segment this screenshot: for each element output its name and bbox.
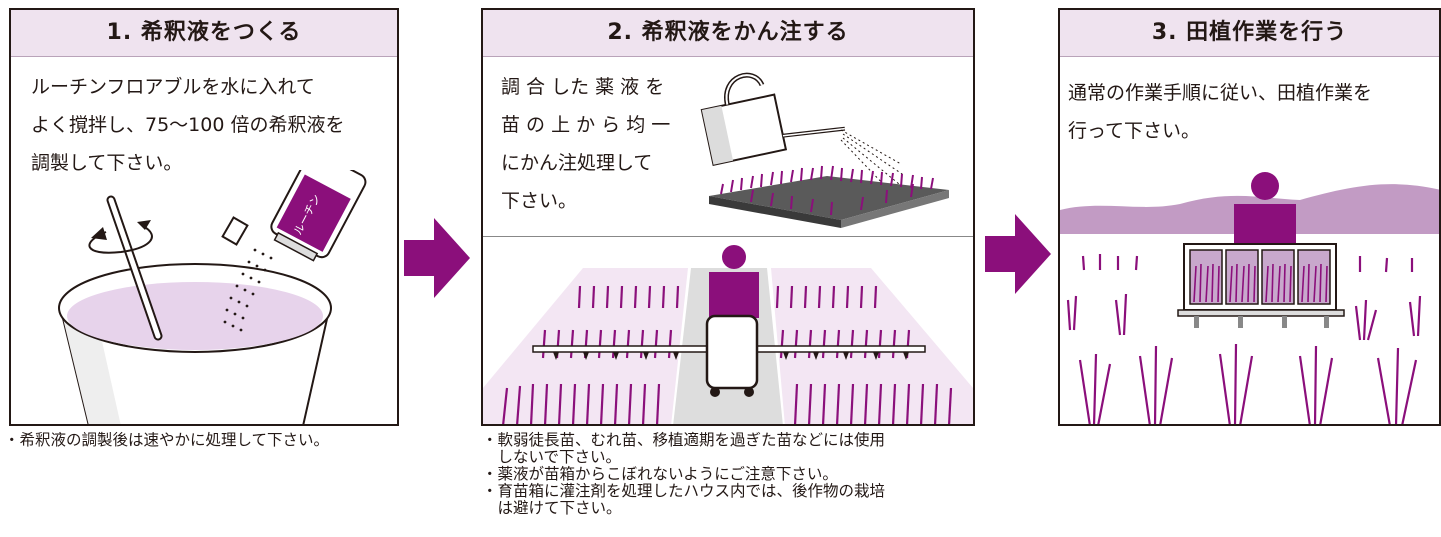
step-3-title: 3. 田植作業を行う bbox=[1060, 10, 1439, 57]
step-2-line-1: 調 合 した 薬 液 を bbox=[501, 76, 665, 98]
mixing-illustration: ルーチン bbox=[58, 170, 367, 424]
step-3-description: 通常の作業手順に従い、田植作業を 行って下さい。 bbox=[1068, 74, 1372, 150]
step-2-line-2: 苗 の 上 か ら 均 一 bbox=[501, 114, 671, 136]
step-2-panel: 2. 希釈液をかん注する 調 合 した 薬 液 を 苗 の 上 か ら 均 一 … bbox=[481, 8, 975, 426]
step-2-note-4: ・育苗箱に灌注剤を処理したハウス内では、後作物の栽培 bbox=[482, 482, 886, 500]
step-1-description: ルーチンフロアブルを水に入れて よく撹拌し、75〜100 倍の希釈液を 調製して… bbox=[31, 68, 344, 182]
step-2-line-3: にかん注処理して bbox=[501, 152, 653, 174]
step-2-description: 調 合 した 薬 液 を 苗 の 上 か ら 均 一 にかん注処理して 下さい。 bbox=[501, 68, 670, 220]
step-3-panel: 3. 田植作業を行う 通常の作業手順に従い、田植作業を 行って下さい。 bbox=[1058, 8, 1441, 426]
arrow-right-icon bbox=[404, 218, 470, 298]
step-2-note-3: ・薬液が苗箱からこぼれないようにご注意下さい。 bbox=[482, 465, 838, 483]
step-1-line-3: 調製して下さい。 bbox=[31, 152, 183, 174]
step-1-notes: ・希釈液の調製後は速やかに処理して下さい。 bbox=[4, 432, 329, 449]
arrow-right-icon bbox=[985, 214, 1051, 294]
step-1-line-1: ルーチンフロアブルを水に入れて bbox=[31, 76, 315, 98]
rice-planting-illustration bbox=[1060, 172, 1439, 424]
step-2-title: 2. 希釈液をかん注する bbox=[483, 10, 973, 57]
step-3-line-1: 通常の作業手順に従い、田植作業を bbox=[1068, 82, 1373, 104]
step-2-divider bbox=[483, 236, 973, 237]
step-2-note-5: は避けて下さい。 bbox=[482, 499, 622, 517]
step-1-note-1: ・希釈液の調製後は速やかに処理して下さい。 bbox=[4, 431, 330, 449]
step-1-line-2: よく撹拌し、75〜100 倍の希釈液を bbox=[31, 114, 345, 136]
step-2-notes: ・軟弱徒長苗、むれ苗、移植適期を過ぎた苗などには使用 しないで下さい。 ・薬液が… bbox=[482, 432, 885, 517]
step-3-line-2: 行って下さい。 bbox=[1068, 120, 1201, 142]
step-2-note-1: ・軟弱徒長苗、むれ苗、移植適期を過ぎた苗などには使用 bbox=[482, 431, 886, 449]
sprayer-field-illustration bbox=[483, 238, 973, 424]
watering-can-illustration bbox=[700, 72, 949, 228]
step-2-line-4: 下さい。 bbox=[501, 190, 578, 212]
step-2-note-2: しないで下さい。 bbox=[482, 448, 622, 466]
step-1-panel: 1. 希釈液をつくる ルーチンフロアブルを水に入れて よく撹拌し、75〜100 … bbox=[9, 8, 399, 426]
step-1-title: 1. 希釈液をつくる bbox=[11, 10, 397, 57]
